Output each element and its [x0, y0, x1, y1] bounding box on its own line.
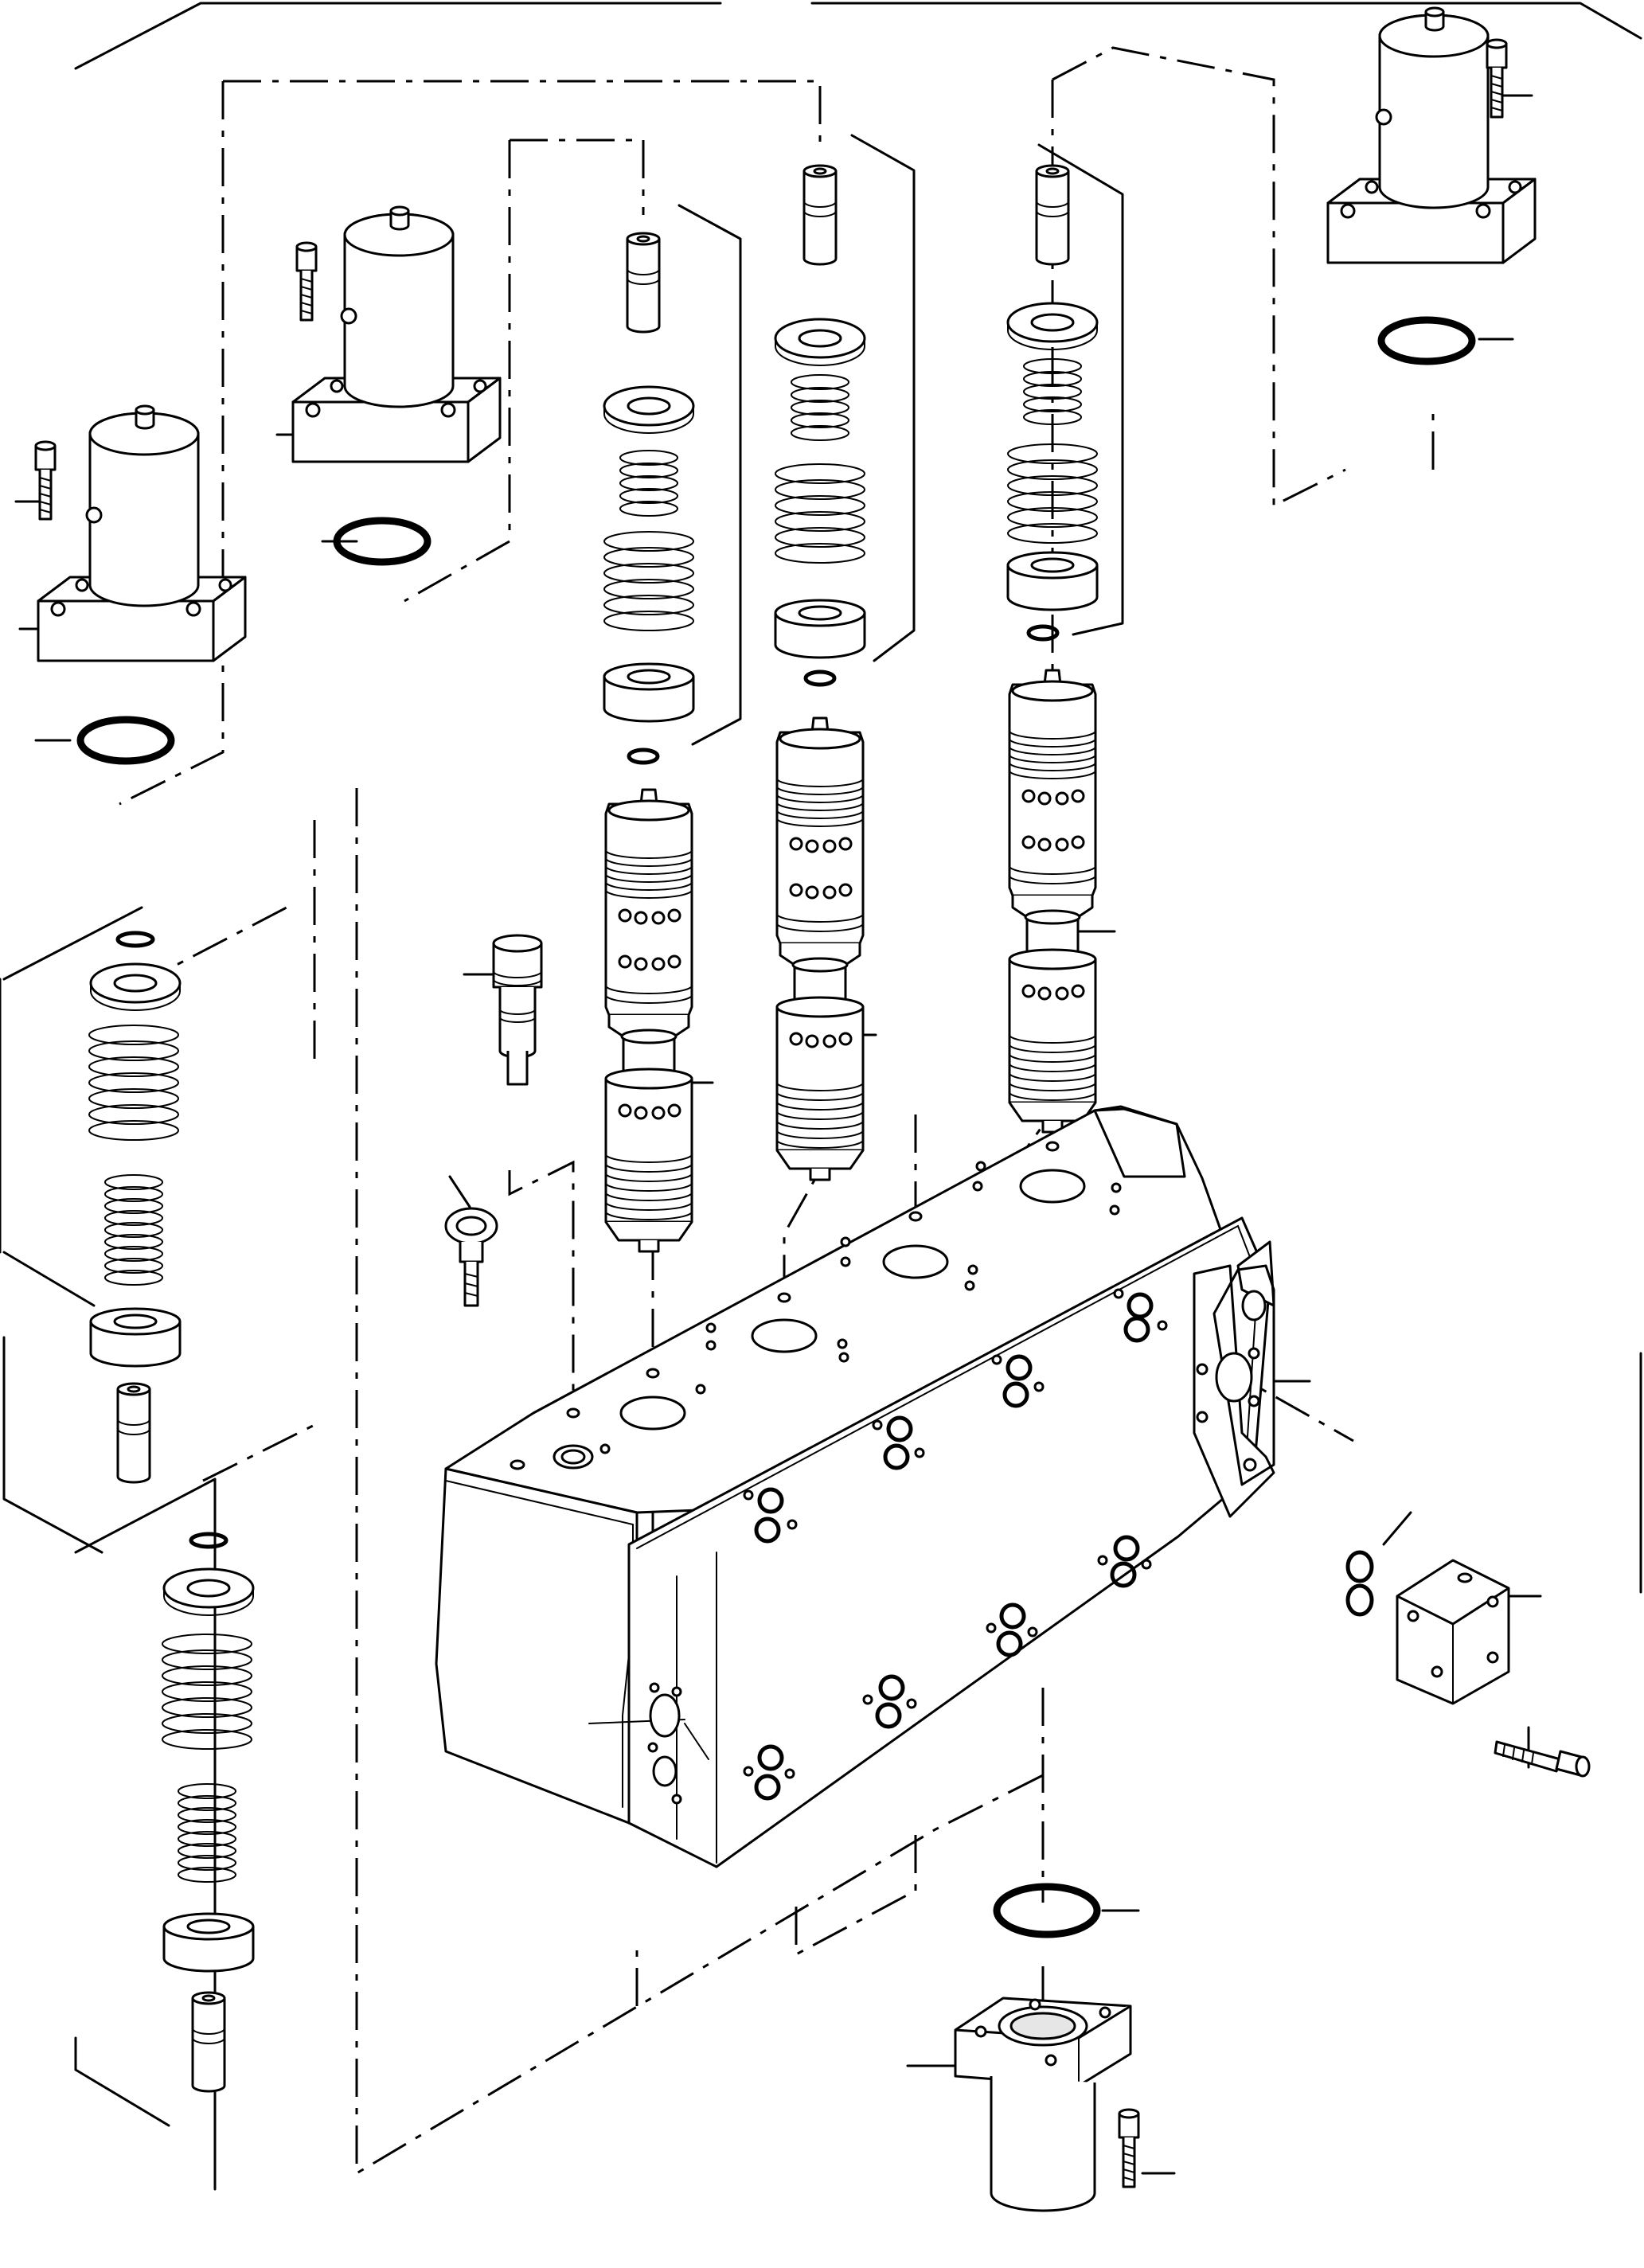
side-plate-holes — [1196, 1290, 1267, 1472]
bottom-o-ring — [993, 1883, 1101, 1938]
spool-assembly-1 — [603, 232, 695, 1253]
solenoid-left — [37, 404, 247, 662]
o-ring-mid — [333, 517, 432, 566]
screw-mid — [295, 241, 318, 322]
side-cover-block — [1396, 1559, 1510, 1705]
side-cover-o-rings — [1345, 1550, 1374, 1617]
spring-stack-upper — [88, 931, 182, 1484]
spool-assembly-2 — [774, 164, 866, 1181]
solenoid-mid — [291, 205, 502, 463]
valve-body — [435, 1105, 1275, 1868]
check-valve-plug — [492, 934, 543, 1086]
spool-assembly-3 — [1006, 164, 1099, 1134]
spring-stack-lower — [162, 1532, 255, 2093]
screw-left — [34, 440, 57, 521]
o-ring-left — [76, 716, 175, 765]
front-ports — [743, 1288, 1168, 1801]
end-ports — [647, 1682, 682, 1805]
top-bores — [510, 1141, 1122, 1470]
eyebolt — [444, 1207, 498, 1307]
bottom-cap-bolt — [1118, 2108, 1140, 2188]
o-ring-right — [1377, 316, 1476, 365]
cover-bolt — [1494, 1740, 1591, 1778]
screw-right — [1486, 38, 1508, 119]
bottom-cap — [954, 1997, 1132, 2212]
